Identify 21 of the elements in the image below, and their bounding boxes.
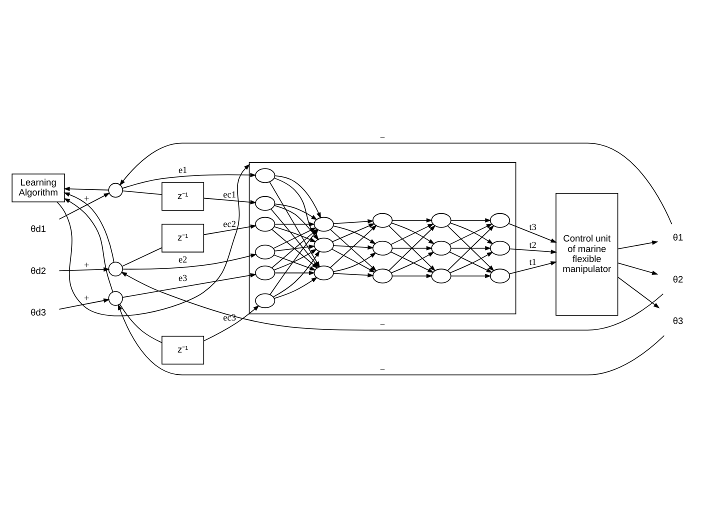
edge-label: t3 <box>529 223 536 234</box>
edge-label: − <box>380 365 386 376</box>
node-text: θd3 <box>30 308 46 318</box>
edge-label: + <box>84 260 90 271</box>
edge-label: − <box>380 134 386 144</box>
node-text: θ3 <box>672 316 684 326</box>
node-text: θ2 <box>672 274 684 284</box>
edge-label: − <box>380 320 386 330</box>
edge-label: e1 <box>178 166 188 176</box>
node-text: θd1 <box>30 224 46 234</box>
edge-label: t2 <box>529 240 536 251</box>
edge-label: ec3 <box>223 314 236 324</box>
edge-label: + <box>84 194 90 205</box>
edge-label: t1 <box>529 258 536 268</box>
edge-label: + <box>84 294 90 304</box>
node-text: θ1 <box>672 232 684 243</box>
node-text: θd2 <box>30 266 46 276</box>
edge-label: ec1 <box>223 190 236 201</box>
edge-label: ec2 <box>223 220 236 230</box>
edge-label: e2 <box>178 256 188 266</box>
edge-label: e3 <box>178 274 188 284</box>
